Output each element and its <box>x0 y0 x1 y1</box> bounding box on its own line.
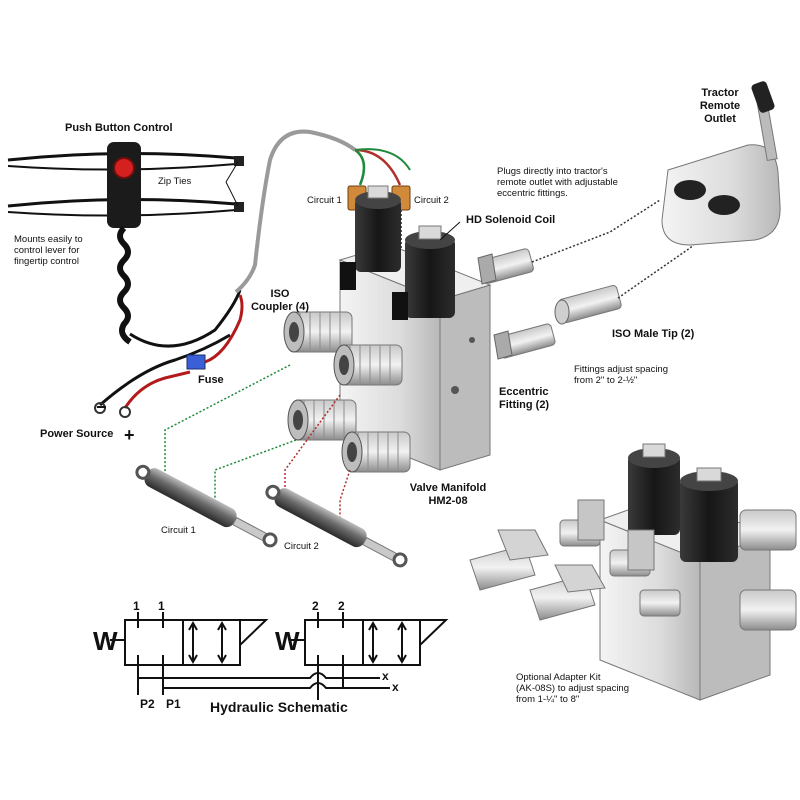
label-plugs-line3: eccentric fittings. <box>497 188 568 199</box>
iso-coupler <box>341 431 411 473</box>
cylinder-circuit-1 <box>135 464 278 548</box>
iso-coupler <box>333 344 403 386</box>
schematic-port1a: 1 <box>133 599 140 613</box>
label-plugs: Plugs directly into tractor's remote out… <box>497 166 618 199</box>
label-iso-coupler-line2: Coupler (4) <box>250 301 310 313</box>
adapter-kit-assembly <box>469 443 797 701</box>
schematic-p2: P2 <box>140 697 155 711</box>
label-tractor-line1: Tractor <box>701 87 739 99</box>
fuse-icon <box>186 354 206 370</box>
label-valve-line2: HM2-08 <box>428 495 468 507</box>
schematic-title: Hydraulic Schematic <box>210 699 348 715</box>
label-adapter-kit: Optional Adapter Kit (AK-08S) to adjust … <box>516 672 629 705</box>
schematic-w1: W <box>93 626 118 656</box>
label-eccentric-fitting: Eccentric Fitting (2) <box>499 386 549 412</box>
dotted-connect <box>617 219 721 299</box>
label-eccentric-line1: Eccentric <box>499 386 549 398</box>
iso-couplers <box>283 311 411 473</box>
eccentric-fittings <box>477 248 556 360</box>
label-mounts-line2: control lever for <box>14 245 80 256</box>
label-plus: + <box>124 425 135 445</box>
label-adapter-line2: (AK-08S) to adjust spacing <box>516 683 630 694</box>
label-power-source: Power Source <box>40 428 114 440</box>
label-valve-manifold: Valve Manifold HM2-08 <box>396 482 500 508</box>
ring-terminal-positive <box>119 406 131 418</box>
hydraulic-schematic <box>110 612 449 700</box>
label-fittings-line2: from 2" to 2-½" <box>574 375 638 386</box>
label-plugs-line1: Plugs directly into tractor's <box>497 166 608 177</box>
push-button-control <box>7 129 357 418</box>
coiled-cord <box>117 225 132 345</box>
label-circuit1-bottom: Circuit 1 <box>161 525 196 536</box>
label-tractor-line2: Remote <box>699 100 741 112</box>
tractor-remote-outlet <box>661 81 781 246</box>
label-tractor-remote-outlet: Tractor Remote Outlet <box>692 87 748 126</box>
label-mounts: Mounts easily to control lever for finge… <box>14 234 83 267</box>
hose-lines <box>164 364 351 520</box>
label-eccentric-line2: Fitting (2) <box>499 399 550 411</box>
label-fittings: Fittings adjust spacing from 2" to 2-½" <box>574 364 668 386</box>
label-mounts-line3: fingertip control <box>14 256 79 267</box>
schematic-x1: x <box>382 669 389 683</box>
label-plugs-line2: remote outlet with adjustable <box>497 177 618 188</box>
label-iso-coupler-line1: ISO <box>270 288 290 300</box>
iso-coupler <box>283 311 353 353</box>
ring-terminal-negative <box>94 402 106 414</box>
label-iso-coupler: ISO Coupler (4) <box>244 288 316 314</box>
valve-manifold <box>338 185 492 471</box>
dotted-connect <box>531 199 661 263</box>
label-circuit1-top: Circuit 1 <box>307 195 342 206</box>
label-adapter-line3: from 1-¼" to 8" <box>516 694 580 705</box>
schematic-w2: W <box>275 626 300 656</box>
label-mounts-line1: Mounts easily to <box>14 234 83 245</box>
label-adapter-line1: Optional Adapter Kit <box>516 672 601 683</box>
label-fittings-line1: Fittings adjust spacing <box>574 364 668 375</box>
callout-lines <box>225 161 461 241</box>
iso-male-tips <box>554 285 622 325</box>
iso-coupler <box>287 399 357 441</box>
schematic-p1: P1 <box>166 697 181 711</box>
label-push-button-control: Push Button Control <box>65 122 173 134</box>
label-hd-solenoid-coil: HD Solenoid Coil <box>466 214 556 226</box>
schematic-port1b: 1 <box>158 599 165 613</box>
label-minus: − <box>96 397 107 417</box>
label-zip-ties: Zip Ties <box>158 176 192 187</box>
label-circuit2-top: Circuit 2 <box>414 195 449 206</box>
schematic-x2: x <box>392 680 399 694</box>
label-tractor-line3: Outlet <box>704 113 736 125</box>
label-circuit2-bottom: Circuit 2 <box>284 541 319 552</box>
schematic-port2a: 2 <box>312 599 319 613</box>
label-valve-line1: Valve Manifold <box>409 482 487 494</box>
cylinder-circuit-2 <box>265 484 408 568</box>
label-iso-male-tip: ISO Male Tip (2) <box>612 328 695 340</box>
schematic-port2b: 2 <box>338 599 345 613</box>
label-fuse: Fuse <box>198 374 224 386</box>
